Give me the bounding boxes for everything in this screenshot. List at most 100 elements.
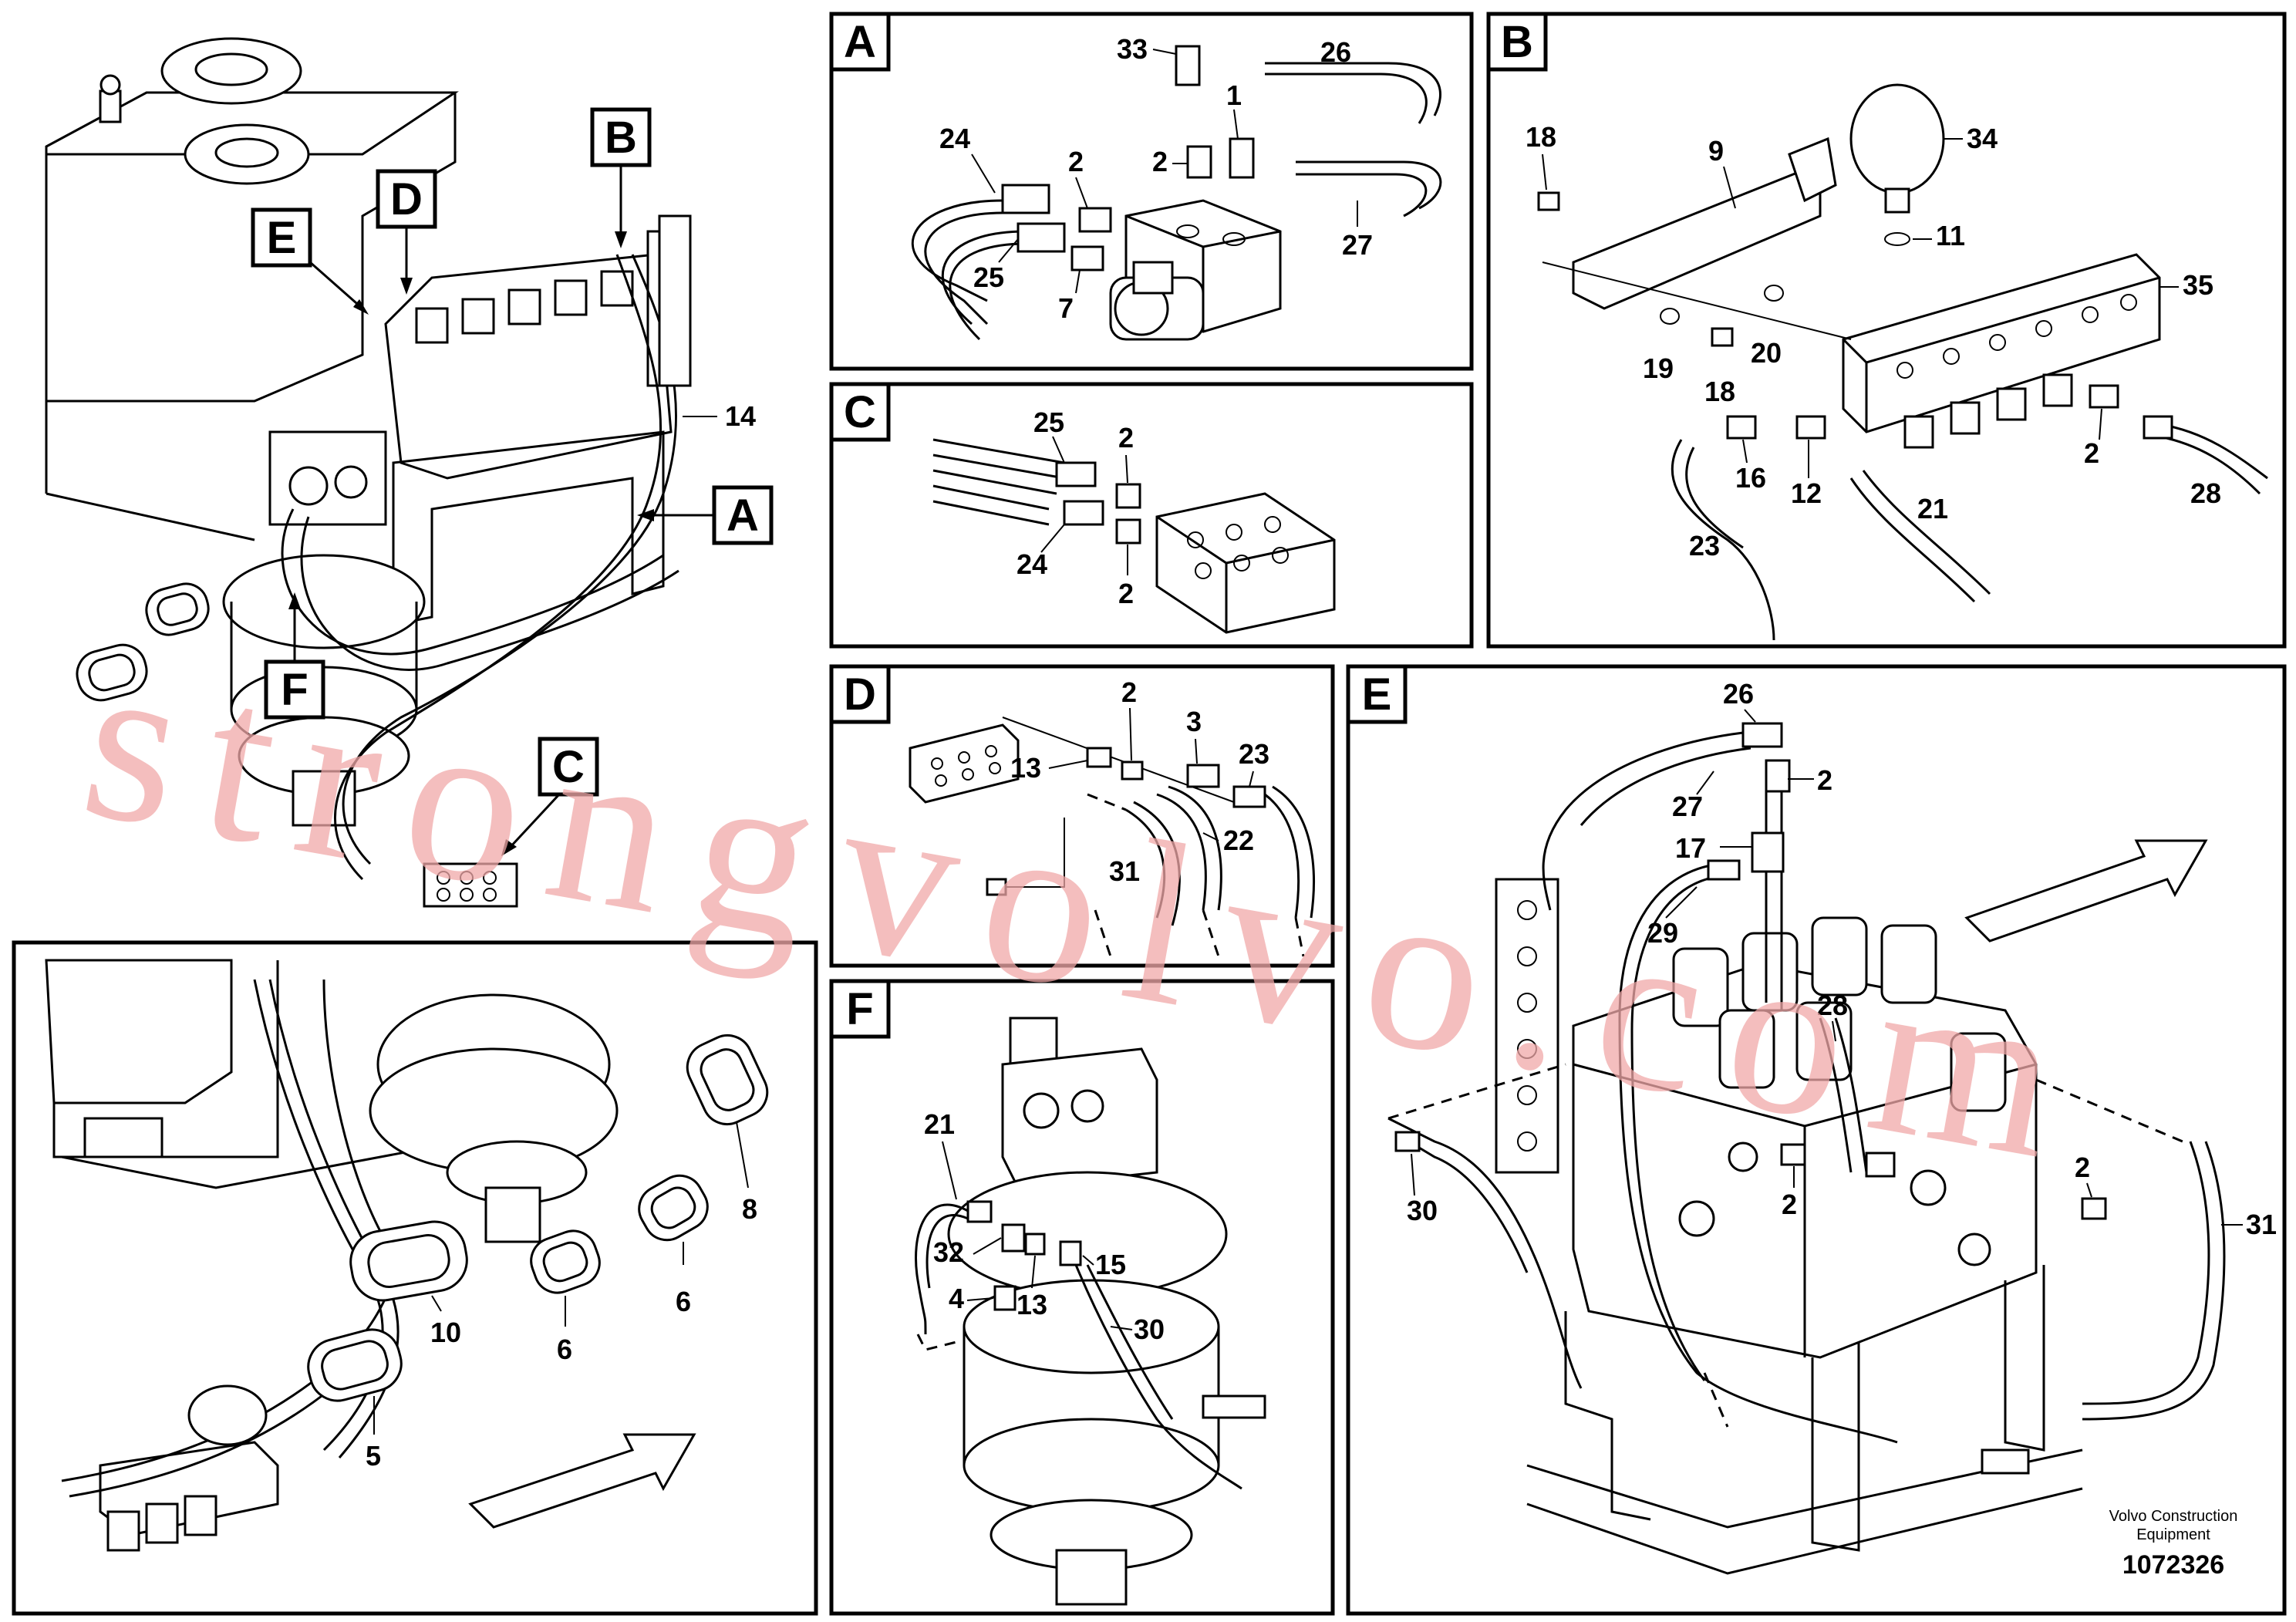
direction-arrow-icon bbox=[1964, 839, 2208, 943]
seal-item-5 bbox=[307, 1328, 403, 1402]
label-8: 8 bbox=[736, 1121, 757, 1225]
label-26: 26 bbox=[1320, 36, 1351, 68]
label-27: 27 bbox=[1672, 791, 1703, 822]
svg-text:C: C bbox=[552, 742, 585, 792]
detail-panel-C: C 25 2 24 2 bbox=[829, 382, 1474, 649]
svg-text:Equipment: Equipment bbox=[2136, 1526, 2210, 1543]
label-28: 28 bbox=[1817, 990, 1848, 1021]
svg-text:6: 6 bbox=[557, 1334, 572, 1365]
detail-panel-F: F 21 32 4 13 15 30 bbox=[829, 979, 1335, 1616]
label-2a: 2 bbox=[1118, 422, 1134, 454]
label-31: 31 bbox=[1109, 855, 1140, 887]
label-32: 32 bbox=[933, 1236, 964, 1268]
label-2a: 2 bbox=[1817, 764, 1832, 796]
label-18b: 18 bbox=[1704, 376, 1735, 407]
label-2b: 2 bbox=[1118, 578, 1134, 609]
svg-text:A: A bbox=[844, 17, 876, 67]
detail-panel-D: D 2 3 23 13 22 31 bbox=[829, 664, 1335, 968]
label-2c: 2 bbox=[2075, 1152, 2090, 1183]
label-21: 21 bbox=[1917, 493, 1948, 524]
callout-tag-D: D bbox=[376, 169, 437, 295]
label-13: 13 bbox=[1010, 752, 1041, 784]
label-20: 20 bbox=[1751, 337, 1782, 369]
label-28: 28 bbox=[2190, 477, 2221, 509]
overview-seal bbox=[76, 643, 148, 702]
svg-text:10: 10 bbox=[430, 1317, 461, 1348]
label-27: 27 bbox=[1342, 229, 1373, 261]
label-6a: 6 bbox=[557, 1296, 572, 1365]
svg-text:8: 8 bbox=[742, 1193, 757, 1225]
footer-credit: Volvo Construction Equipment 1072326 bbox=[2109, 1508, 2238, 1580]
label-2b: 2 bbox=[1068, 146, 1084, 177]
label-4: 4 bbox=[949, 1283, 964, 1314]
label-23: 23 bbox=[1689, 530, 1720, 561]
label-19: 19 bbox=[1643, 352, 1674, 384]
label-25: 25 bbox=[1033, 406, 1064, 438]
svg-text:D: D bbox=[390, 174, 423, 224]
label-22: 22 bbox=[1223, 824, 1254, 856]
label-23: 23 bbox=[1239, 738, 1269, 770]
label-2b: 2 bbox=[1782, 1189, 1797, 1220]
label-16: 16 bbox=[1735, 462, 1766, 494]
seal-item-6b bbox=[638, 1174, 709, 1242]
label-3: 3 bbox=[1186, 706, 1202, 737]
label-33: 33 bbox=[1117, 33, 1148, 65]
svg-text:F: F bbox=[846, 984, 873, 1034]
seal-detail-view: 10 5 6 6 8 bbox=[12, 940, 818, 1616]
callout-tag-A: A bbox=[637, 485, 774, 545]
svg-text:B: B bbox=[605, 113, 637, 163]
label-25: 25 bbox=[973, 261, 1004, 293]
svg-text:D: D bbox=[844, 669, 876, 720]
label-10: 10 bbox=[430, 1295, 461, 1348]
direction-arrow-icon bbox=[468, 1433, 696, 1529]
detail-panel-A: A 33 26 1 2 2 24 bbox=[829, 12, 1474, 371]
svg-text:B: B bbox=[1501, 17, 1533, 67]
label-1: 1 bbox=[1226, 79, 1242, 111]
overview-seal bbox=[145, 582, 210, 636]
label-13: 13 bbox=[1017, 1289, 1047, 1320]
label-5: 5 bbox=[366, 1396, 381, 1472]
label-29: 29 bbox=[1647, 917, 1678, 949]
svg-text:Volvo Construction: Volvo Construction bbox=[2109, 1508, 2238, 1525]
svg-text:F: F bbox=[281, 665, 308, 715]
svg-text:A: A bbox=[727, 491, 759, 541]
svg-text:C: C bbox=[844, 387, 876, 437]
svg-text:5: 5 bbox=[366, 1440, 381, 1472]
label-6b: 6 bbox=[676, 1242, 691, 1317]
label-7: 7 bbox=[1058, 292, 1074, 324]
seal-item-8 bbox=[686, 1034, 769, 1125]
label-24: 24 bbox=[939, 123, 970, 154]
drawing-number: 1072326 bbox=[2122, 1550, 2224, 1580]
svg-text:E: E bbox=[267, 213, 297, 263]
seal-item-10 bbox=[349, 1220, 468, 1302]
callout-tag-E: E bbox=[251, 207, 369, 315]
detail-panel-E: E bbox=[1346, 664, 2287, 1616]
label-26: 26 bbox=[1723, 678, 1754, 710]
label-2a: 2 bbox=[1152, 146, 1168, 177]
label-24: 24 bbox=[1017, 548, 1047, 580]
label-9: 9 bbox=[1708, 135, 1724, 167]
label-30: 30 bbox=[1134, 1313, 1165, 1345]
label-31: 31 bbox=[2246, 1209, 2277, 1240]
label-12: 12 bbox=[1791, 477, 1822, 509]
label-2: 2 bbox=[2084, 437, 2099, 469]
label-17: 17 bbox=[1675, 832, 1706, 864]
callout-tag-F: F bbox=[264, 592, 325, 720]
detail-panel-B: B 18 9 bbox=[1486, 12, 2287, 649]
label-14: 14 bbox=[683, 400, 756, 432]
callout-tag-B: B bbox=[590, 107, 652, 248]
svg-text:6: 6 bbox=[676, 1286, 691, 1317]
label-11: 11 bbox=[1936, 220, 1965, 251]
label-30: 30 bbox=[1407, 1195, 1438, 1226]
label-15: 15 bbox=[1095, 1249, 1126, 1280]
label-2: 2 bbox=[1121, 676, 1137, 708]
label-34: 34 bbox=[1967, 123, 1998, 154]
callout-tag-C: C bbox=[501, 737, 599, 856]
label-35: 35 bbox=[2183, 269, 2213, 301]
svg-text:14: 14 bbox=[725, 400, 756, 432]
overview-assembly: B D E A F C bbox=[45, 37, 774, 908]
seal-item-6a bbox=[530, 1229, 601, 1294]
label-21: 21 bbox=[924, 1108, 955, 1140]
svg-text:E: E bbox=[1362, 669, 1392, 720]
